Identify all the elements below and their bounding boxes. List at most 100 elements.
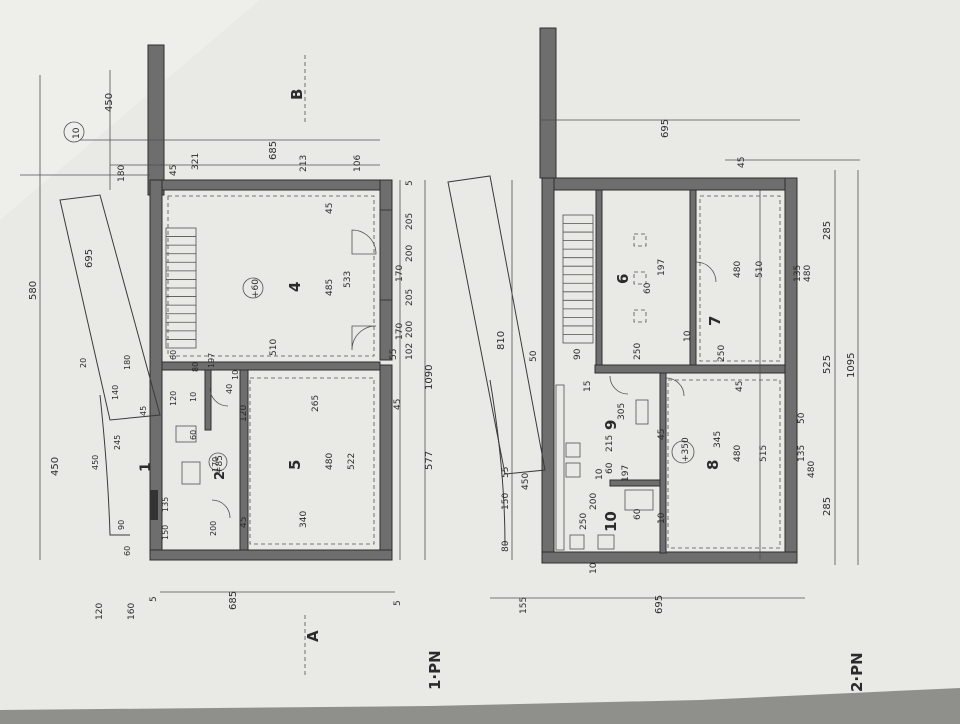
dim-right: 55 [389, 349, 399, 360]
circle-tag-text: 10 [72, 127, 82, 139]
dim-room6: 60 [643, 282, 653, 294]
plan-1-labels: 1·PN A B 10 1 2 4 +60 5 +85 580 450 695 … [28, 89, 444, 690]
dim-room6: 10 [683, 330, 693, 342]
dim-room9: 10 [595, 468, 605, 480]
dim-room8: 50 [797, 412, 807, 424]
washer-icon [569, 534, 585, 550]
dim-misc: 180 [123, 355, 132, 370]
dim-right: 205 [405, 289, 415, 306]
room-number: 1 [138, 462, 154, 472]
dim-misc: 135 [161, 497, 170, 512]
room-number: 6 [614, 274, 632, 284]
dim-room5: 480 [325, 453, 335, 470]
dim-room8: 480 [807, 461, 817, 478]
section-mark-b: B [288, 89, 306, 100]
dim-room8: 45 [735, 381, 745, 392]
dim-misc: 60 [169, 350, 178, 360]
dim-room9: 305 [617, 403, 627, 420]
plan-label: 1·PN [426, 650, 444, 690]
wall-right-lower [379, 364, 393, 561]
dim-top-total: 685 [268, 141, 279, 160]
partition-wall [594, 364, 786, 374]
wall-right-upper [379, 179, 393, 361]
wall-left [541, 177, 555, 564]
skylight-icon [633, 233, 647, 247]
dim-bottom: 5 [149, 596, 159, 602]
plan-2-labels: 2·PN 6 7 8 +350 9 10 695 695 155 80 10 8… [496, 119, 866, 692]
dim-left: 150 [501, 493, 511, 510]
dim-misc: 150 [161, 525, 170, 540]
dim-room8: 480 [733, 445, 743, 462]
skylight-icon [633, 271, 647, 285]
dim-room7: 480 [733, 261, 743, 278]
skylight-icon [633, 309, 647, 323]
dim-room9: 15 [583, 381, 593, 392]
dim-misc: 40 [225, 384, 234, 394]
room-area: +85 [215, 455, 225, 474]
dim-top: 45 [325, 203, 335, 214]
dim-room9: 215 [605, 435, 615, 452]
wall-top [541, 177, 798, 191]
dim-misc: 120 [169, 391, 178, 406]
wall-top [149, 179, 393, 191]
dim-misc: 60 [123, 546, 132, 556]
dim-right-total: 577 [424, 451, 435, 470]
dim-misc: 10 [231, 370, 240, 380]
wall-right [784, 177, 798, 564]
dim-misc: 45 [139, 406, 148, 416]
dim-room7: 135 [793, 265, 803, 282]
dim-misc: 197 [207, 353, 216, 368]
dim-room10: 250 [579, 513, 589, 530]
dim-room5: 522 [347, 453, 357, 470]
dim-top: 45 [169, 165, 179, 176]
dim-bottom: 80 [501, 540, 511, 552]
dim-left: 50 [529, 350, 539, 362]
dim-room9: 60 [605, 462, 615, 474]
staircase [165, 227, 197, 349]
radiator-icon [150, 490, 158, 520]
dim-misc: 90 [117, 520, 126, 530]
dim-misc: 245 [113, 435, 122, 450]
door-swing [351, 229, 377, 255]
dim-misc: 170 [211, 457, 220, 472]
room-number: 7 [706, 316, 724, 326]
plan-label: 2·PN [848, 652, 866, 692]
dim-room10: 10 [657, 512, 667, 524]
dim-left: 450 [104, 93, 115, 112]
dim-left: 450 [521, 473, 531, 490]
dim-top: 213 [299, 155, 309, 172]
dim-misc: 60 [189, 430, 198, 440]
dim-right-total: 1095 [846, 353, 857, 378]
door-swing [351, 325, 377, 351]
dim-right: 170 [395, 265, 405, 282]
dim-bottom-total: 695 [654, 595, 665, 614]
dim-room8: 135 [797, 445, 807, 462]
wall-bottom [541, 551, 798, 564]
wall-bottom [149, 549, 393, 561]
dim-room5: 45 [239, 517, 249, 528]
dim-room5: 120 [239, 405, 249, 422]
dim-misc: 450 [91, 455, 100, 470]
dim-right: 45 [737, 157, 747, 168]
toilet-icon [181, 461, 201, 485]
dim-room5: 340 [299, 511, 309, 528]
room-number: 5 [286, 460, 304, 470]
dim-right: 170 [395, 323, 405, 340]
dim-room4: 485 [325, 279, 335, 296]
dim-misc: 140 [111, 385, 120, 400]
dim-top: 321 [191, 153, 201, 170]
dim-left: 810 [496, 331, 507, 350]
dim-room8: 345 [713, 431, 723, 448]
sink-icon [565, 442, 581, 458]
room-number: 4 [286, 282, 304, 292]
sink-icon [175, 425, 197, 443]
dim-room4: 533 [343, 271, 353, 288]
room-area: +350 [681, 437, 691, 462]
plan-1 [20, 44, 426, 675]
dim-right: 285 [822, 497, 833, 516]
dim-room7: 480 [803, 265, 813, 282]
partition-wall [161, 361, 381, 371]
